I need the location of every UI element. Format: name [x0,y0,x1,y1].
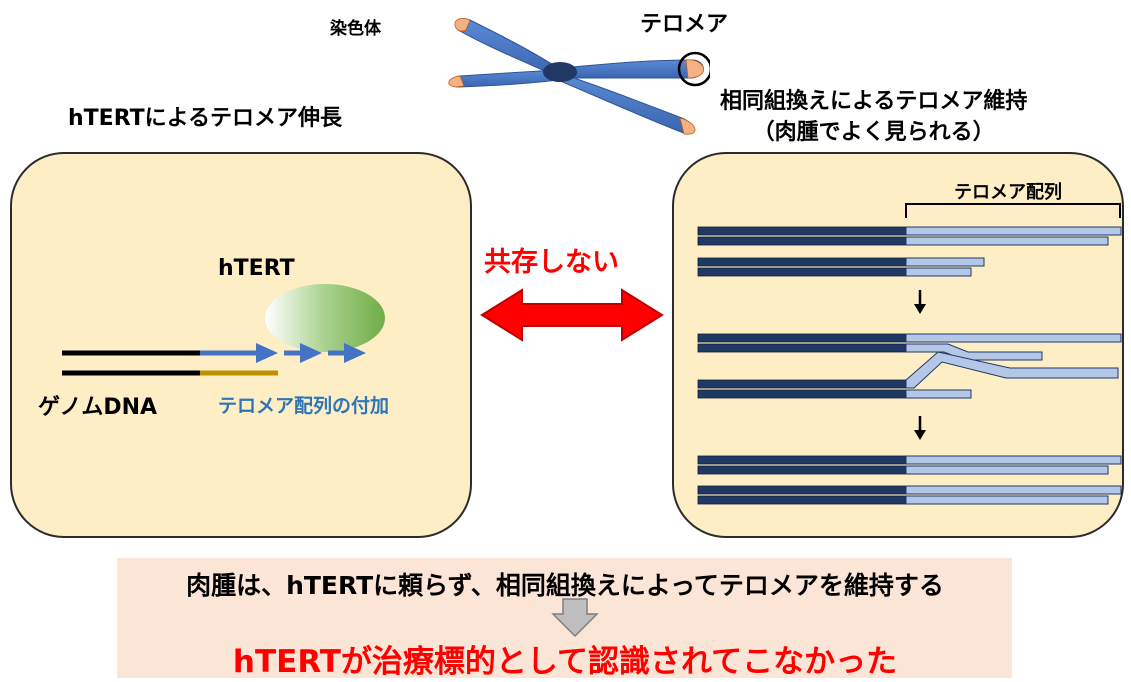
dna-pair-extended-2 [697,485,1122,505]
conclusion-text: 肉腫は、hTERTに頼らず、相同組換えによってテロメアを維持する [186,571,944,600]
dna-pair-short [697,257,985,277]
double-arrow-icon [480,288,664,342]
htert-panel [10,152,472,538]
telomere-label: テロメア [640,12,729,37]
chromosome-label: 染色体 [330,19,381,39]
centromere [543,62,577,82]
telomere-tip [679,117,696,135]
left-panel-title: hTERTによるテロメア伸長 [68,106,342,131]
down-arrow-icon [914,416,926,440]
telomere-tip [454,18,471,32]
chromosome-arm-lower-right [557,73,696,135]
chromosome-arm-lower-left [448,69,559,88]
dna-pair-invasion-top [697,333,1122,361]
right-panel-title-line1: 相同組換えによるテロメア維持 [720,89,1028,114]
down-arrow-icon [914,290,926,314]
not-coexist-label: 共存しない [484,247,619,278]
chromosome-arm-upper-left [454,18,559,77]
right-panel-title-line2: （肉腫でよく見られる） [752,120,995,145]
genome-dna-label: ゲノムDNA [38,395,158,420]
telomere-sequence-bracket [905,203,1121,218]
elongation-arrow [328,343,366,363]
telomere-addition-label: テロメア配列の付加 [218,395,390,417]
dna-pair-long [697,226,1122,246]
chromosome-diagram [448,18,710,135]
telomere-tip [448,75,465,88]
double-arrow [480,288,664,342]
elongation-arrow [284,343,322,363]
telomere-sequence-label: テロメア配列 [954,182,1062,203]
chromosome-arm-upper-right [561,59,705,79]
dna-pair-invasion-bottom [697,351,1119,399]
down-arrow-icon [551,598,599,638]
recombination-diagram [697,203,1122,505]
dna-pair-extended-1 [697,455,1122,475]
right-panel-title: 相同組換えによるテロメア維持 （肉腫でよく見られる） [720,86,1027,148]
htert-enzyme [265,284,385,352]
telomere-highlight-circle [677,51,710,87]
htert-label: hTERT [218,256,295,281]
telomere-tip [685,59,705,79]
elongation-arrow [240,343,278,363]
htert-elongation-diagram [62,284,385,376]
result-text: hTERTが治療標的として認識されてこなかった [232,644,898,680]
